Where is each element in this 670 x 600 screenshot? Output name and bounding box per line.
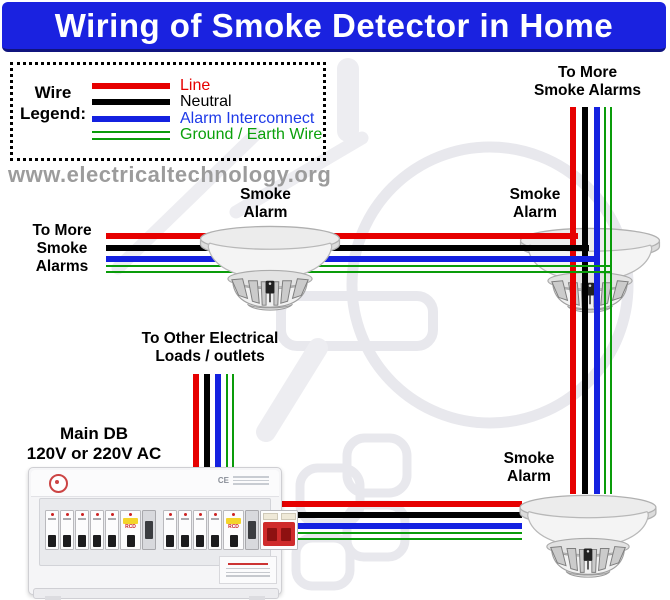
isolator-module[interactable] xyxy=(142,510,156,550)
db-ce-mark: CE xyxy=(218,476,269,485)
smoke-alarm-bottom xyxy=(512,493,664,581)
neutral-wire-db xyxy=(277,512,522,518)
ground-swatch-icon xyxy=(92,130,170,140)
legend-label: Neutral xyxy=(180,93,232,110)
legend-label: Alarm Interconnect xyxy=(180,110,315,127)
ce-text: CE xyxy=(217,476,229,485)
rcd-breaker[interactable]: RCD xyxy=(120,510,141,550)
circuit-breaker[interactable] xyxy=(163,510,177,550)
db-brand-logo xyxy=(49,474,68,493)
circuit-breaker[interactable] xyxy=(193,510,207,550)
label-smoke-alarm-top: Smoke Alarm xyxy=(240,186,291,221)
ce-label-lines xyxy=(233,476,269,485)
circuit-breaker[interactable] xyxy=(178,510,192,550)
legend-item-neutral: Neutral xyxy=(92,93,232,110)
neutral-wire-upper xyxy=(106,245,589,251)
interconnect-wire-loads xyxy=(215,374,221,470)
breaker-row: RCD RCD xyxy=(45,510,298,550)
db-base-flange xyxy=(33,588,279,599)
legend-item-line: Line xyxy=(92,77,211,94)
db-foot-right xyxy=(249,596,265,600)
circuit-breaker[interactable] xyxy=(75,510,89,550)
ground-wire-loads xyxy=(226,374,234,470)
rcd-breaker[interactable]: RCD xyxy=(223,510,244,550)
main-switch[interactable] xyxy=(260,510,298,550)
neutral-swatch-icon xyxy=(92,99,170,105)
label-to-more-top-right: To More Smoke Alarms xyxy=(533,64,642,99)
legend-item-ground: Ground / Earth Wire xyxy=(92,126,323,143)
line-wire-riser xyxy=(570,107,576,494)
circuit-breaker[interactable] xyxy=(105,510,119,550)
isolator-module[interactable] xyxy=(245,510,259,550)
ground-wire-riser xyxy=(604,107,612,494)
main-distribution-board: CE RCD RCD xyxy=(28,467,298,600)
label-loads: To Other Electrical Loads / outlets xyxy=(141,330,279,365)
label-to-more-left: To More Smoke Alarms xyxy=(32,222,92,275)
label-smoke-alarm-right: Smoke Alarm xyxy=(509,186,561,221)
line-wire-upper xyxy=(106,233,578,239)
interconnect-swatch-icon xyxy=(92,116,170,122)
legend-label: Ground / Earth Wire xyxy=(180,126,323,143)
db-rating-label xyxy=(219,556,277,584)
page-title: Wiring of Smoke Detector in Home xyxy=(54,6,614,44)
interconnect-wire-riser xyxy=(594,107,600,494)
interconnect-wire-upper xyxy=(106,256,600,262)
label-main-db: Main DB 120V or 220V AC xyxy=(26,424,162,463)
wire-legend-box xyxy=(10,62,326,161)
ground-wire-db xyxy=(277,532,522,540)
line-swatch-icon xyxy=(92,83,170,89)
label-smoke-alarm-bottom: Smoke Alarm xyxy=(503,450,555,485)
db-foot-left xyxy=(45,596,61,600)
circuit-breaker[interactable] xyxy=(208,510,222,550)
line-wire-loads xyxy=(193,374,199,470)
neutral-wire-loads xyxy=(204,374,210,470)
circuit-breaker[interactable] xyxy=(45,510,59,550)
interconnect-wire-db xyxy=(277,523,522,529)
legend-label: Line xyxy=(180,77,211,94)
title-bar: Wiring of Smoke Detector in Home xyxy=(2,2,666,52)
legend-title: Wire Legend: xyxy=(19,83,87,123)
line-wire-db xyxy=(277,501,522,507)
circuit-breaker[interactable] xyxy=(90,510,104,550)
legend-item-interconnect: Alarm Interconnect xyxy=(92,110,315,127)
watermark-text: www.electricaltechnology.org xyxy=(8,162,332,187)
ground-wire-upper xyxy=(106,265,610,273)
circuit-breaker[interactable] xyxy=(60,510,74,550)
smoke-alarm-top xyxy=(195,224,345,314)
neutral-wire-riser xyxy=(582,107,588,494)
